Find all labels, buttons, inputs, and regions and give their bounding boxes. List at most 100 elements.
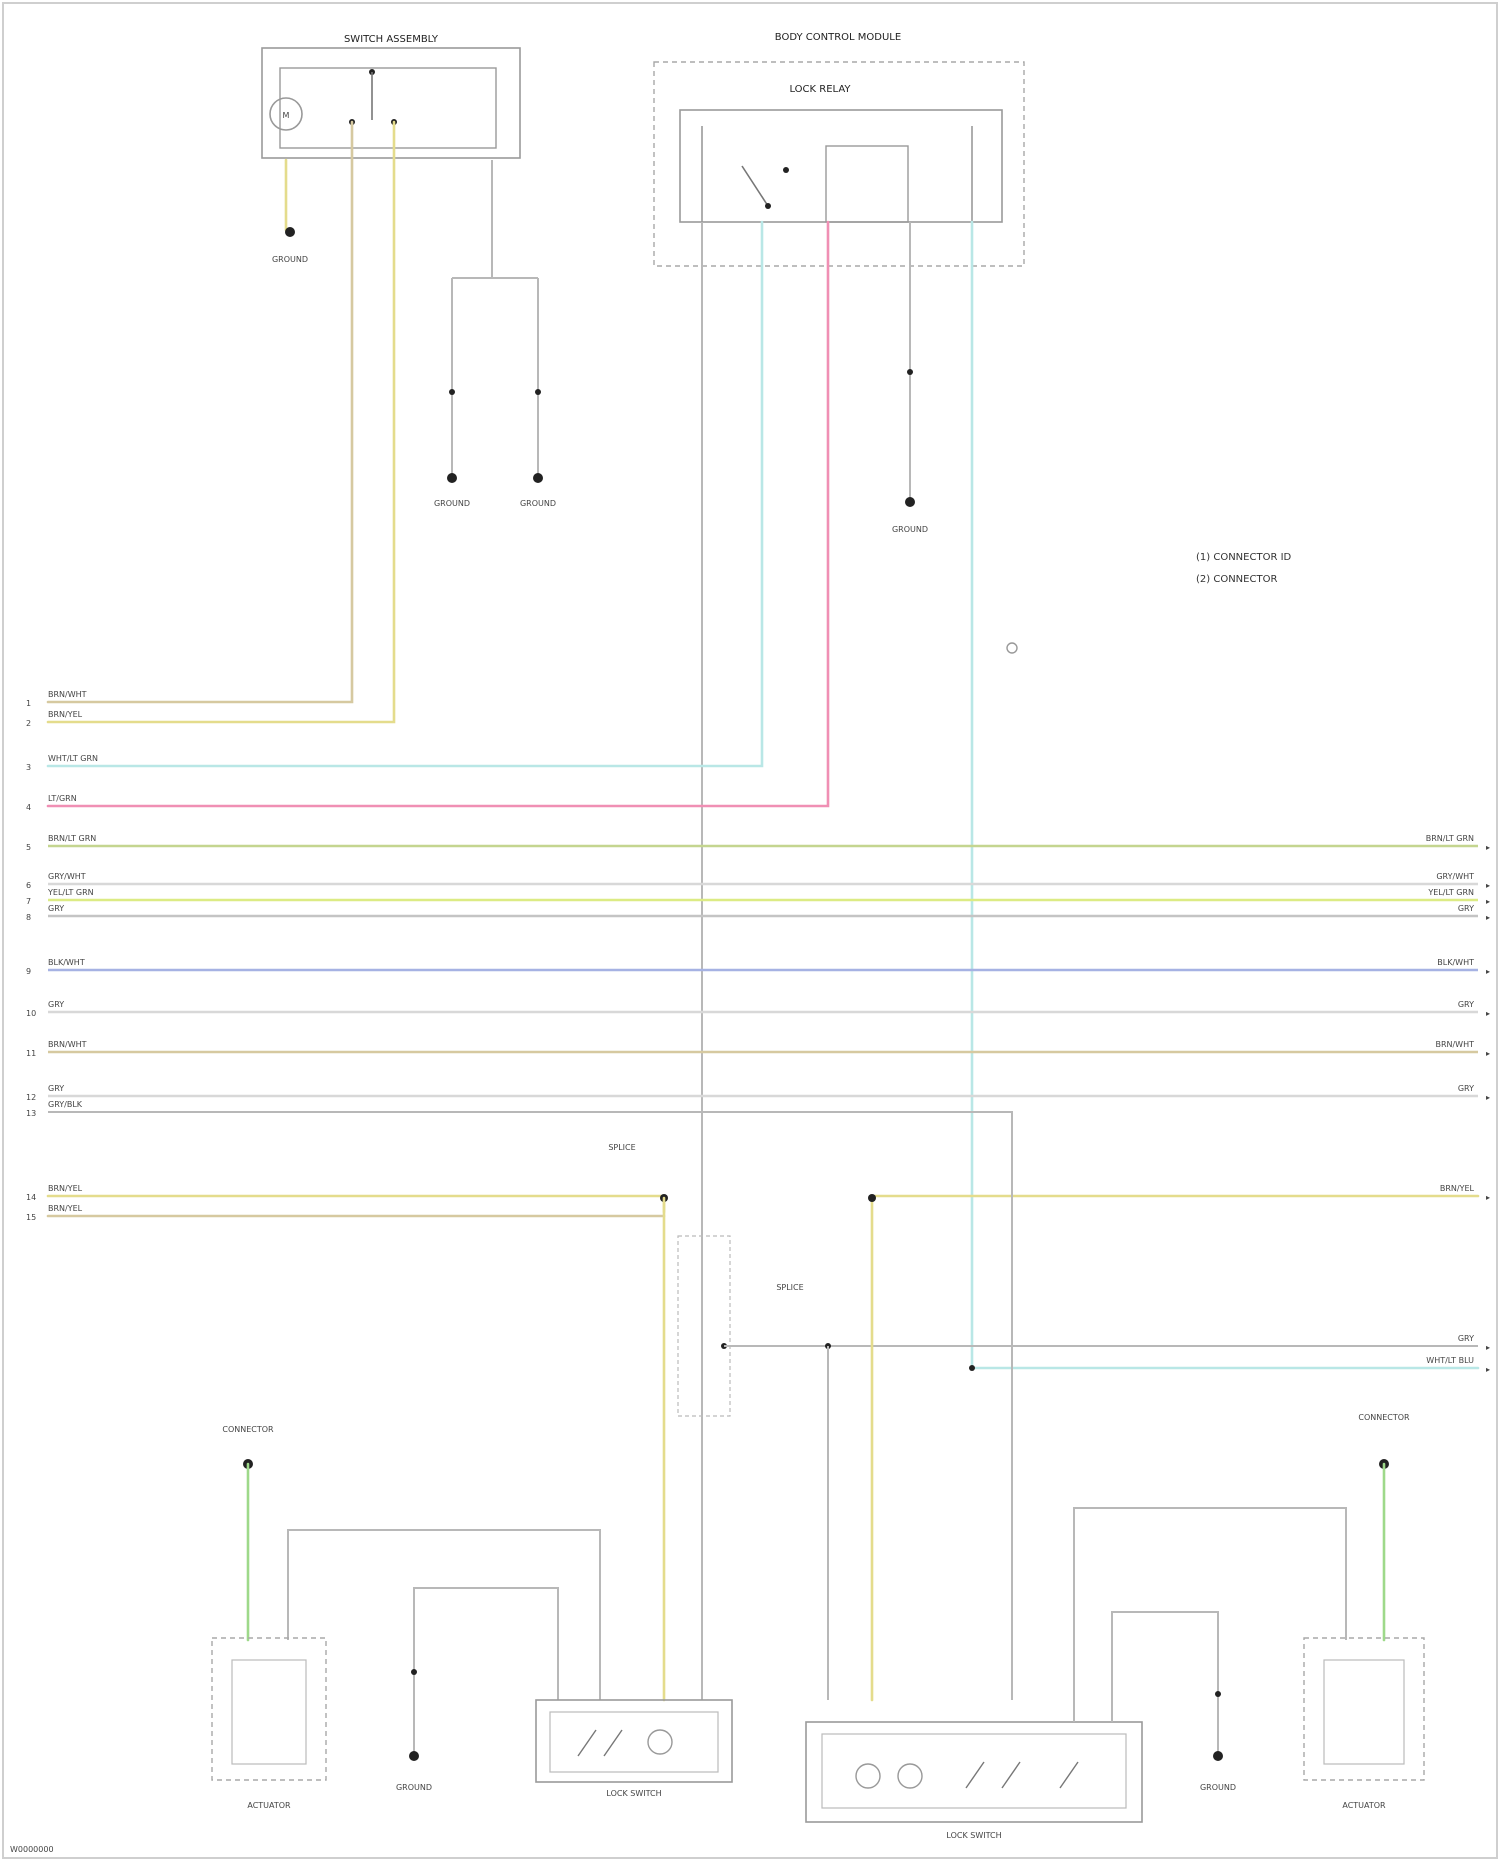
bottom-right-feed-label: CONNECTOR xyxy=(1358,1413,1410,1422)
bus-wire-label-left: GRY xyxy=(48,1000,64,1009)
bottom-right-actuator-box xyxy=(1304,1638,1424,1780)
bus-pin-number: 3 xyxy=(26,763,31,772)
bottom-ground-left-node xyxy=(409,1751,419,1761)
center-ground-label: GROUND xyxy=(892,525,928,534)
mid-ground-splice-b xyxy=(535,389,541,395)
motor-glyph: M xyxy=(283,111,290,120)
left-ground-label: GROUND xyxy=(272,255,308,264)
bottom-right-grey-loop xyxy=(1074,1508,1346,1722)
right-yellow-node xyxy=(868,1194,876,1202)
bus-wire-label-right: YEL/LT GRN xyxy=(1427,888,1474,897)
bus-arrow-icon: ▸ xyxy=(1486,1193,1490,1202)
bus-arrow-icon: ▸ xyxy=(1486,1365,1490,1374)
top-left-switch-wires: GROUND GROUND GROUND xyxy=(48,122,556,722)
bus-arrow-icon: ▸ xyxy=(1486,967,1490,976)
bus-wire-label-left: BLK/WHT xyxy=(48,958,85,967)
wire-brn-yel-14 xyxy=(48,1196,664,1212)
top-left-switch-inner xyxy=(280,68,496,148)
bus-wire-label-left: BRN/LT GRN xyxy=(48,834,96,843)
bottom-ground-right-lead xyxy=(1112,1612,1218,1754)
bottom-center-right-switch-component: LOCK SWITCH xyxy=(806,1508,1346,1840)
center-splice-node xyxy=(907,369,913,375)
bus-pin-number: 12 xyxy=(26,1093,36,1102)
bottom-center-right-switch-inner xyxy=(822,1734,1126,1808)
bottom-ground-left-splice xyxy=(411,1669,417,1675)
bottom-center-left-motor-icon xyxy=(648,1730,672,1754)
mid-ground-b-label: GROUND xyxy=(520,499,556,508)
mid-ground-a-label: GROUND xyxy=(434,499,470,508)
bus-wire-label-left: GRY/WHT xyxy=(48,872,86,881)
bus-wire-label-right: GRY xyxy=(1458,1334,1474,1343)
mid-ground-a-node xyxy=(447,473,457,483)
connector-id-marker xyxy=(1007,643,1017,653)
mid-ground-splice-a xyxy=(449,389,455,395)
bus-pin-number: 14 xyxy=(26,1193,36,1202)
bottom-center-right-motor-a xyxy=(856,1764,880,1788)
top-left-switch-title: SWITCH ASSEMBLY xyxy=(344,34,439,45)
bus-pin-number: 6 xyxy=(26,881,31,890)
splice-lower-label: SPLICE xyxy=(776,1283,803,1292)
top-left-switch-component: SWITCH ASSEMBLY M xyxy=(262,34,520,158)
top-center-relay-title: LOCK RELAY xyxy=(789,84,851,95)
splice-upper-label: SPLICE xyxy=(608,1143,635,1152)
bus-wire-label-right: GRY xyxy=(1458,1000,1474,1009)
bus-wire-label-left: BRN/YEL xyxy=(48,1184,83,1193)
bus-arrow-icon: ▸ xyxy=(1486,1093,1490,1102)
relay-contact-node xyxy=(765,203,771,209)
bus-pin-number: 9 xyxy=(26,967,31,976)
bus-wire-label-left: GRY xyxy=(48,1084,64,1093)
diagram-border xyxy=(3,3,1497,1858)
bus-wire-label-right: GRY/WHT xyxy=(1436,872,1474,881)
bottom-center-left-contact-b xyxy=(604,1730,622,1756)
bus-wire-label-left: BRN/YEL xyxy=(48,710,83,719)
bottom-left-actuator-box xyxy=(212,1638,326,1780)
bottom-center-right-contact-a xyxy=(966,1762,984,1788)
bus-wire-label-left: BRN/WHT xyxy=(48,1040,87,1049)
bottom-center-left-switch-inner xyxy=(550,1712,718,1772)
bus-arrow-icon: ▸ xyxy=(1486,913,1490,922)
bus-pin-number: 13 xyxy=(26,1109,36,1118)
wire-brn-wht-1 xyxy=(48,122,352,702)
bottom-right-actuator-label: ACTUATOR xyxy=(1342,1801,1386,1810)
footer-code: W0000000 xyxy=(10,1845,54,1854)
bottom-center-left-contact-a xyxy=(578,1730,596,1756)
cyan-bus-node xyxy=(969,1365,975,1371)
wire-wht-lt-grn-3 xyxy=(48,222,762,766)
bottom-center-right-contact-c xyxy=(1060,1762,1078,1788)
center-ground-node xyxy=(905,497,915,507)
legend: (1) CONNECTOR ID (2) CONNECTOR xyxy=(1196,552,1292,585)
bottom-center-right-contact-b xyxy=(1002,1762,1020,1788)
bus-wire-label-right: BRN/LT GRN xyxy=(1426,834,1474,843)
bus-arrow-icon: ▸ xyxy=(1486,843,1490,852)
gry-blk-drop xyxy=(48,1112,1012,1700)
lower-splice-area: SPLICE SPLICE xyxy=(48,1112,1478,1700)
bus-arrow-icon: ▸ xyxy=(1486,897,1490,906)
bus-pin-number: 10 xyxy=(26,1009,36,1018)
bus-wire-label-right: BLK/WHT xyxy=(1437,958,1474,967)
bus-wire-label-left: LT/GRN xyxy=(48,794,77,803)
top-center-module-title: BODY CONTROL MODULE xyxy=(775,32,901,43)
bottom-center-right-switch-label: LOCK SWITCH xyxy=(946,1831,1001,1840)
bottom-ground-right-label: GROUND xyxy=(1200,1783,1236,1792)
bus-wire-label-left: WHT/LT GRN xyxy=(48,754,98,763)
relay-coil-box xyxy=(826,146,908,222)
bus-wire-label-right: WHT/LT BLU xyxy=(1426,1356,1474,1365)
bus-pin-number: 4 xyxy=(26,803,31,812)
top-left-switch-box xyxy=(262,48,520,158)
relay-coil-node xyxy=(783,167,789,173)
bus-arrow-icon: ▸ xyxy=(1486,1049,1490,1058)
left-ground-node xyxy=(285,227,295,237)
legend-item-2: (2) CONNECTOR xyxy=(1196,574,1277,585)
bus-arrow-icon: ▸ xyxy=(1486,881,1490,890)
bus-arrow-icon: ▸ xyxy=(1486,1009,1490,1018)
bus-wire-label-left: GRY/BLK xyxy=(48,1100,83,1109)
bus-pin-number: 2 xyxy=(26,719,31,728)
bus-pin-number: 5 xyxy=(26,843,31,852)
splice-box xyxy=(678,1236,730,1416)
bus-wire-label-right: BRN/YEL xyxy=(1440,1184,1475,1193)
bus-pin-number: 15 xyxy=(26,1213,36,1222)
bottom-ground-right-node xyxy=(1213,1751,1223,1761)
